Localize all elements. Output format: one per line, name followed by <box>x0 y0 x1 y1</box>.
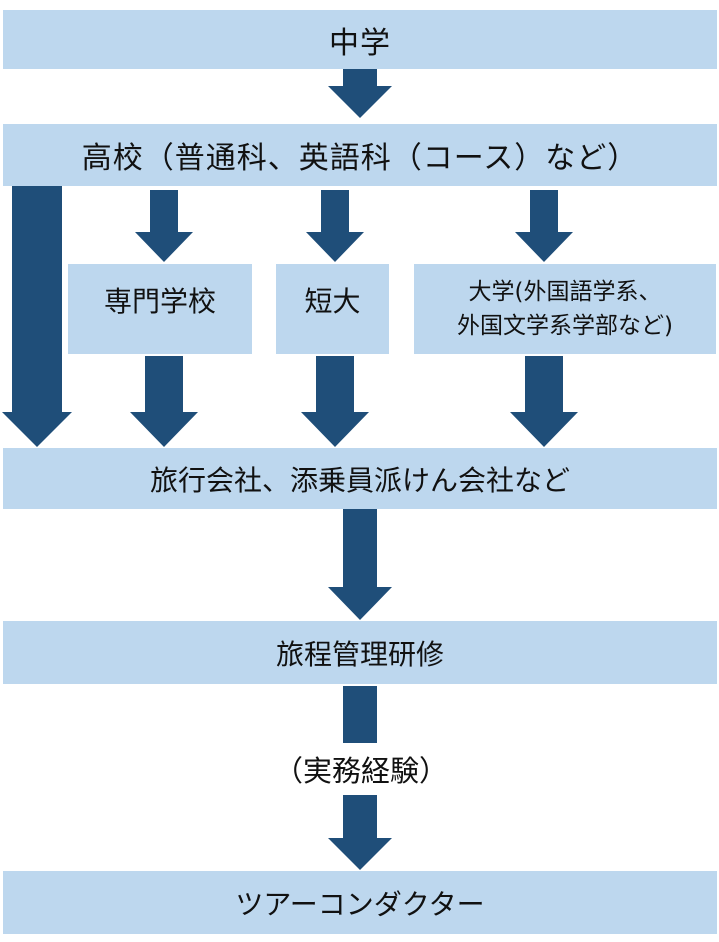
arrow-vocational-to-company <box>130 356 198 447</box>
arrow-high-school-to-junior-college <box>306 190 364 262</box>
node-junior-college-label: 短大 <box>304 285 361 318</box>
node-high-school: 高校（普通科、英語科（コース）など） <box>3 124 717 186</box>
node-high-school-label: 高校（普通科、英語科（コース）など） <box>81 141 639 176</box>
node-tour-conductor: ツアーコンダクター <box>3 871 717 934</box>
node-travel-company-label: 旅行会社、添乗員派けん会社など <box>149 463 570 497</box>
node-vocational-school: 専門学校 <box>68 264 252 354</box>
node-junior-high-label: 中学 <box>329 25 391 61</box>
node-university-label-line2: 外国文学系学部など) <box>457 313 673 339</box>
arrow-high-school-to-vocational <box>135 190 193 262</box>
arrow-junior-high-to-high-school <box>328 69 392 118</box>
arrow-university-to-company <box>510 356 578 447</box>
node-tour-conductor-label: ツアーコンダクター <box>235 887 485 921</box>
arrow-high-school-to-university <box>515 190 573 262</box>
node-tour-training-label: 旅程管理研修 <box>275 637 444 671</box>
node-travel-company: 旅行会社、添乗員派けん会社など <box>3 448 717 509</box>
node-junior-high: 中学 <box>3 10 717 69</box>
arrow-company-to-training <box>328 509 392 620</box>
node-tour-training: 旅程管理研修 <box>3 621 717 684</box>
arrow-junior-college-to-company <box>301 356 369 447</box>
experience-label: （実務経験） <box>248 743 474 795</box>
node-university: 大学(外国語学系、 外国文学系学部など) <box>414 264 716 354</box>
node-junior-college: 短大 <box>276 264 389 354</box>
arrow-high-school-direct-to-company <box>2 185 72 447</box>
node-university-label-line1: 大学(外国語学系、 <box>468 279 662 305</box>
node-vocational-school-label: 専門学校 <box>103 285 216 318</box>
experience-label-text: （実務経験） <box>273 754 448 788</box>
